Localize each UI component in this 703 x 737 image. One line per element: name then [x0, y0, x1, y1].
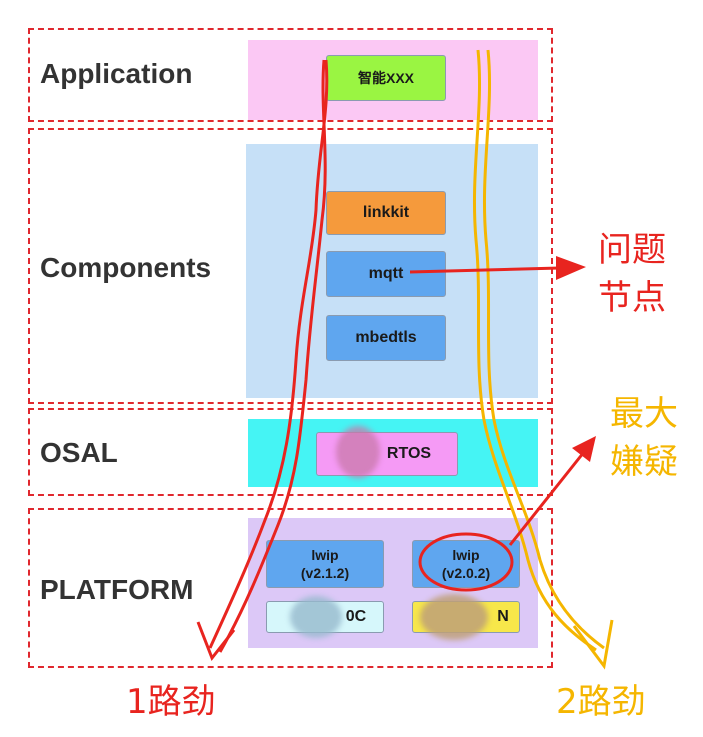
lwip-v212-version: (v2.1.2) [300, 565, 350, 581]
lwip-v212-block: lwip (v2.1.2) [266, 540, 384, 588]
path2-arrowhead [572, 619, 614, 670]
chip-b-label: N [497, 608, 509, 625]
lwip-v202-version: (v2.0.2) [441, 565, 491, 581]
suspect-arrowhead [572, 436, 596, 462]
osal-label: OSAL [40, 437, 118, 468]
path1-label: 1路劲 [126, 682, 216, 722]
problem-node-line2: 节点 [598, 278, 666, 318]
mqtt-block: mqtt [326, 251, 446, 297]
lwip-v202-name: lwip [452, 547, 480, 563]
lwip-v202-block: lwip (v2.0.2) [412, 540, 520, 588]
lwip-v212-name: lwip [311, 547, 339, 563]
path2-label: 2路劲 [556, 682, 646, 722]
chip-a-label: 0C [345, 608, 367, 625]
chip-b-blurred-prefix [420, 594, 488, 640]
mqtt-problem-arrowhead [556, 256, 586, 280]
app-smart-block: 智能XXX [326, 55, 446, 101]
suspect-line1: 最大 [610, 394, 678, 434]
mbedtls-block: mbedtls [326, 315, 446, 361]
problem-node-line1: 问题 [598, 230, 666, 270]
rtos-label: RTOS [386, 445, 432, 462]
chip-a-blurred-prefix [290, 596, 342, 638]
components-label: Components [40, 252, 212, 283]
platform-label: PLATFORM [40, 574, 194, 605]
application-label: Application [40, 58, 193, 89]
linkkit-block: linkkit [326, 191, 446, 235]
suspect-line2: 嫌疑 [610, 442, 678, 482]
rtos-blurred-prefix [336, 426, 380, 478]
